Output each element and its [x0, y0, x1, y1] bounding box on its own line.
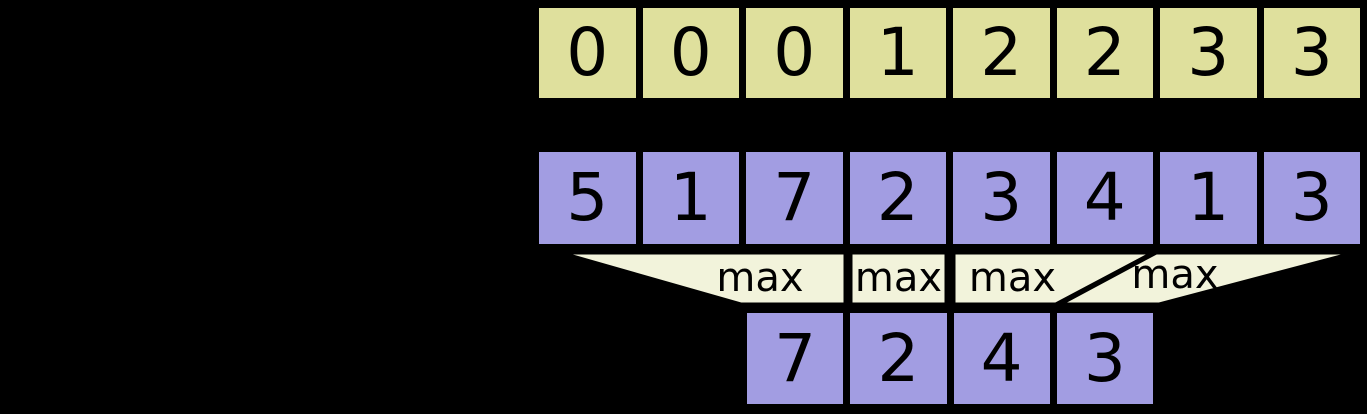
- max-funnel-segment1: [847, 249, 950, 308]
- segment-id-cell: 3: [1263, 8, 1360, 98]
- max-label: max: [854, 255, 943, 301]
- segment-id-cell: 2: [953, 8, 1050, 98]
- data-cell: 7: [746, 152, 843, 244]
- data-cell: 5: [539, 152, 636, 244]
- data-cell: 2: [849, 152, 946, 244]
- segment-id-cell: 2: [1056, 8, 1153, 98]
- segment-id-cell: 1: [849, 8, 946, 98]
- data-row: 5 1 7 2 3 4 1 3: [533, 146, 1366, 250]
- output-row: 7 2 4 3: [741, 307, 1159, 410]
- data-cell: 3: [1263, 152, 1360, 244]
- data-cell: 4: [1056, 152, 1153, 244]
- output-cell: 3: [1056, 313, 1153, 404]
- output-cell: 7: [747, 313, 844, 404]
- data-cell: 1: [1160, 152, 1257, 244]
- max-label: max: [968, 255, 1057, 301]
- segment-id-cell: 3: [1160, 8, 1257, 98]
- output-cell: 4: [953, 313, 1050, 404]
- output-cell: 2: [850, 313, 947, 404]
- segment-id-cell: 0: [746, 8, 843, 98]
- max-label: max: [1131, 252, 1219, 298]
- max-label: max: [716, 255, 804, 301]
- segment-id-cell: 0: [539, 8, 636, 98]
- segment-ids-row: 0 0 0 1 2 2 3 3: [533, 2, 1366, 104]
- max-funnel-segment3: [1055, 249, 1361, 308]
- data-cell: 1: [642, 152, 739, 244]
- max-funnel-segment2: [950, 249, 1158, 308]
- segment-id-cell: 0: [642, 8, 739, 98]
- data-cell: 3: [953, 152, 1050, 244]
- max-funnel-segment0: [554, 249, 849, 308]
